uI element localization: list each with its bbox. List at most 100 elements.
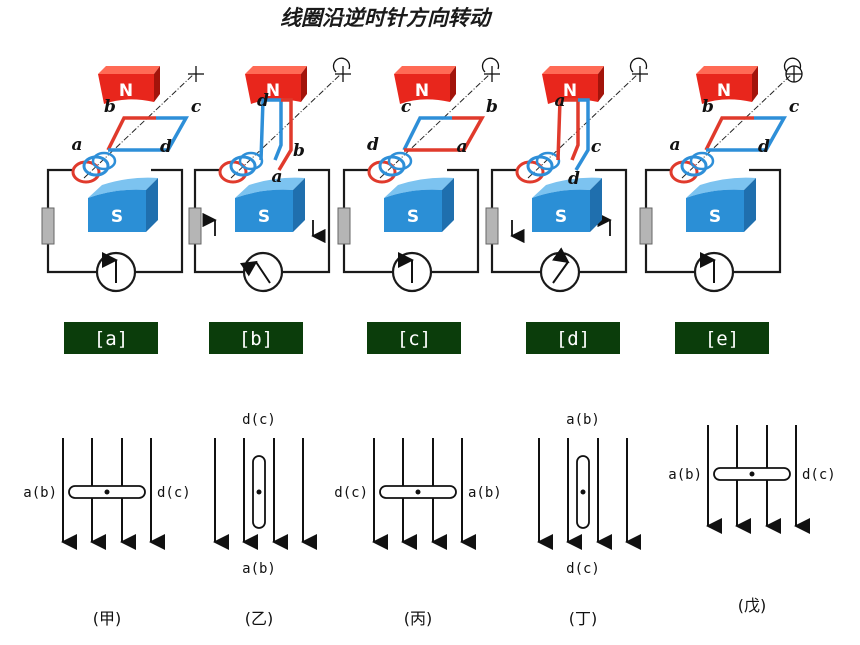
rotation-axis bbox=[230, 71, 344, 179]
corner-label-b: b bbox=[486, 97, 498, 117]
north-magnet-top bbox=[542, 66, 604, 74]
corner-label-c: c bbox=[789, 97, 800, 117]
cross-section-view: a(b)d(c)(丁) bbox=[537, 412, 641, 628]
corner-label-c: c bbox=[401, 97, 412, 117]
south-magnet: S bbox=[686, 177, 756, 232]
rotation-axis bbox=[681, 71, 795, 179]
north-magnet-side bbox=[752, 66, 758, 102]
north-magnet: N bbox=[542, 66, 604, 104]
panel-label: [c] bbox=[367, 322, 461, 354]
north-label: N bbox=[415, 81, 429, 101]
north-magnet: N bbox=[696, 66, 758, 104]
corner-label-b: b bbox=[293, 141, 305, 161]
corner-label-d: d bbox=[257, 91, 269, 111]
corner-label-d: d bbox=[758, 137, 770, 157]
south-magnet-front bbox=[532, 189, 590, 232]
resistor bbox=[337, 207, 351, 245]
south-magnet-side bbox=[442, 178, 454, 232]
north-magnet-side bbox=[598, 66, 604, 102]
north-magnet-top bbox=[245, 66, 307, 74]
rotation-axis bbox=[527, 71, 641, 179]
north-magnet: N bbox=[98, 66, 160, 104]
rotation-axis bbox=[83, 71, 197, 179]
panel-label-text: [e] bbox=[705, 328, 739, 350]
corner-label-b: b bbox=[104, 97, 116, 117]
corner-label-d: d bbox=[568, 169, 580, 189]
north-magnet-front bbox=[394, 74, 450, 104]
north-magnet-side bbox=[154, 66, 160, 102]
resistor bbox=[188, 207, 202, 245]
corner-label-c: c bbox=[591, 137, 602, 157]
resistor bbox=[485, 207, 499, 245]
coil-side bbox=[106, 116, 156, 151]
north-magnet-top bbox=[696, 66, 758, 74]
south-magnet-side bbox=[146, 178, 158, 232]
south-magnet-top bbox=[384, 177, 454, 198]
slip-ring bbox=[91, 151, 117, 171]
view-caption: (戊) bbox=[738, 596, 767, 615]
south-magnet: S bbox=[88, 177, 158, 232]
south-label: S bbox=[111, 207, 123, 227]
south-magnet-side bbox=[293, 178, 305, 232]
right-label: d(c) bbox=[802, 467, 836, 483]
rotation-axis bbox=[379, 71, 493, 179]
orientation-icon bbox=[783, 57, 803, 83]
axis-dot bbox=[415, 489, 421, 495]
diagram-title: 线圈沿逆时针方向转动 bbox=[280, 6, 493, 30]
south-magnet-top bbox=[532, 177, 602, 198]
cross-section-view: a(b)d(c)(戊) bbox=[668, 425, 836, 615]
orientation-icon-arc bbox=[332, 57, 351, 73]
south-magnet-top bbox=[235, 177, 305, 198]
north-magnet-side bbox=[301, 66, 307, 102]
corner-label-d: d bbox=[160, 137, 172, 157]
panel-label-box bbox=[526, 322, 620, 354]
coil-side bbox=[404, 116, 485, 152]
resistor bbox=[41, 207, 55, 245]
coil-side bbox=[108, 116, 189, 152]
galvanometer bbox=[95, 251, 137, 293]
left-label: d(c) bbox=[334, 485, 368, 501]
bottom-label: a(b) bbox=[242, 561, 276, 577]
view-caption: (甲) bbox=[93, 609, 122, 628]
south-magnet: S bbox=[235, 177, 305, 232]
north-label: N bbox=[563, 81, 577, 101]
cross-section-view: d(c) a(b) (乙) bbox=[213, 412, 317, 628]
corner-label-b: b bbox=[702, 97, 714, 117]
south-magnet: S bbox=[384, 177, 454, 232]
orientation-icon bbox=[629, 57, 648, 82]
panel-label-text: [b] bbox=[239, 328, 273, 350]
panel-label-text: [d] bbox=[556, 328, 590, 350]
top-label: d(c) bbox=[242, 412, 276, 428]
north-magnet-top bbox=[98, 66, 160, 74]
corner-label-a: a bbox=[456, 137, 467, 157]
south-magnet-front bbox=[384, 189, 442, 232]
axis-dot bbox=[256, 489, 262, 495]
slip-ring bbox=[387, 151, 413, 171]
orientation-icon bbox=[481, 57, 500, 82]
panel-label: [e] bbox=[675, 322, 769, 354]
north-magnet: N bbox=[394, 66, 456, 104]
right-label: d(c) bbox=[157, 485, 191, 501]
coil-side bbox=[402, 116, 452, 151]
view-caption: (乙) bbox=[245, 609, 274, 628]
corner-label-c: c bbox=[191, 97, 202, 117]
orientation-icon-arc bbox=[629, 57, 648, 73]
orientation-icon bbox=[188, 66, 204, 82]
coil-side bbox=[277, 98, 293, 171]
orientation-icon-arc bbox=[783, 57, 802, 73]
galvanometer bbox=[391, 251, 433, 293]
north-label: N bbox=[717, 81, 731, 101]
galvanometer-needle bbox=[551, 247, 570, 284]
slip-ring bbox=[689, 151, 715, 171]
panel-label: [b] bbox=[209, 322, 303, 354]
bottom-label: d(c) bbox=[566, 561, 600, 577]
south-magnet-side bbox=[744, 178, 756, 232]
coil-side bbox=[704, 116, 754, 151]
panel-label-text: [a] bbox=[94, 328, 128, 350]
panel-label-box bbox=[64, 322, 158, 354]
galvanometer bbox=[539, 247, 581, 293]
